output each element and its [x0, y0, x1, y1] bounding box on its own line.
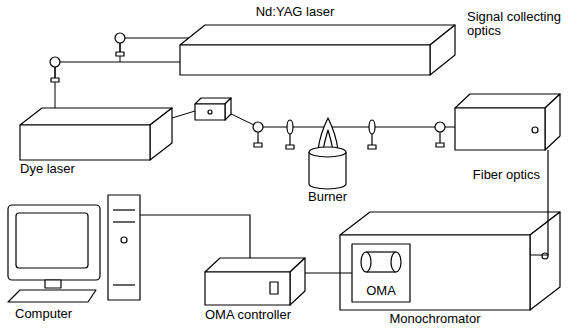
computer-body: [16, 213, 88, 268]
computer-body: [45, 280, 61, 288]
monochromator-body: [340, 212, 560, 235]
burner-body: [309, 118, 346, 189]
computer-body: [113, 209, 135, 210]
oma-detector: [361, 252, 371, 272]
device-label: Burner: [289, 190, 366, 204]
optical-mount: [435, 122, 445, 132]
monochromator-body: [542, 253, 548, 259]
optical-mount: [439, 132, 440, 143]
optical-mount: [115, 33, 125, 43]
computer-body: [108, 195, 140, 300]
computer-body: [121, 237, 127, 243]
optics-box: [545, 94, 560, 150]
optical-mount: [286, 145, 294, 149]
device-label: OMA controller: [205, 308, 315, 322]
optical-mount: [287, 120, 293, 134]
computer-body: [8, 195, 140, 302]
burner-unit: Burner: [309, 116, 346, 188]
laser-beam: [172, 111, 195, 118]
monochromator-body: [340, 212, 560, 310]
dye-laser-body: [20, 108, 172, 125]
oma-detector: [352, 244, 410, 302]
burner-body: [318, 118, 338, 150]
optical-mount: [257, 132, 258, 143]
optical-mount: [368, 145, 376, 149]
device-label: Monochromator: [340, 312, 530, 326]
laser-beam: [55, 62, 180, 108]
optical-mount: [253, 122, 263, 132]
small-unit: [195, 98, 231, 120]
device-label: Dye laser: [20, 162, 150, 176]
optics-box: [455, 94, 560, 150]
dye-laser-body: [150, 108, 172, 160]
dye-laser-body: [20, 108, 172, 160]
optical-mount: [119, 43, 120, 52]
device-label: Computer: [15, 307, 115, 321]
optics-box: [455, 108, 545, 150]
cable-line: [530, 150, 548, 255]
optical-mount: [289, 134, 290, 145]
optics-box: [455, 94, 560, 108]
device-label: Nd:YAG laser: [180, 5, 410, 19]
optical-mount: [436, 143, 444, 147]
optics-unit: Signal collecting optics: [455, 94, 560, 150]
computer-body: [8, 205, 100, 280]
device-label: Signal collecting optics: [467, 10, 579, 38]
controller-body: [205, 258, 305, 272]
computer-body: [8, 290, 96, 302]
nd-yag-laser-body: [180, 25, 455, 45]
small-unit: [195, 104, 225, 120]
nd-yag-laser-body: [180, 25, 455, 75]
detector-unit: OMA: [352, 244, 410, 302]
burner-body: [309, 147, 346, 157]
controller-body: [205, 258, 305, 305]
oma-detector: [366, 271, 396, 272]
oma-detector: [366, 251, 396, 252]
monochromator-body: [530, 212, 560, 310]
optical-mount: [116, 52, 124, 56]
optical-mount: [50, 57, 60, 67]
oma-detector: [391, 252, 401, 272]
cable-line: [305, 272, 352, 273]
dye-laser-body: [20, 125, 150, 160]
computer-unit: Computer: [5, 195, 140, 300]
optics-box: [532, 127, 538, 133]
computer-body: [113, 284, 135, 285]
laser-unit: Dye laser: [20, 108, 172, 160]
controller-body: [270, 282, 278, 294]
small-unit: [225, 98, 231, 120]
optical-mount: [54, 67, 55, 78]
cable-label: Fiber optics: [471, 168, 542, 182]
small-unit: [208, 110, 212, 114]
controller-body: [205, 272, 290, 305]
nd-yag-laser-body: [430, 25, 455, 75]
controller-unit: OMA controller: [205, 258, 305, 305]
nd-yag-laser-body: [180, 45, 430, 75]
laser-unit: Nd:YAG laser: [180, 25, 455, 75]
optical-mount: [369, 120, 375, 134]
optical-mount: [51, 78, 59, 82]
optical-mount: [371, 134, 372, 145]
oma-detector: [352, 244, 410, 302]
monochromator-body: [340, 235, 530, 310]
monochromator-unit: MonochromatorOMA: [340, 235, 530, 310]
computer-body: [113, 221, 135, 222]
controller-body: [290, 258, 305, 305]
cable-line: [140, 215, 250, 258]
optical-mount: [254, 143, 262, 147]
device-label: OMA: [352, 284, 410, 298]
